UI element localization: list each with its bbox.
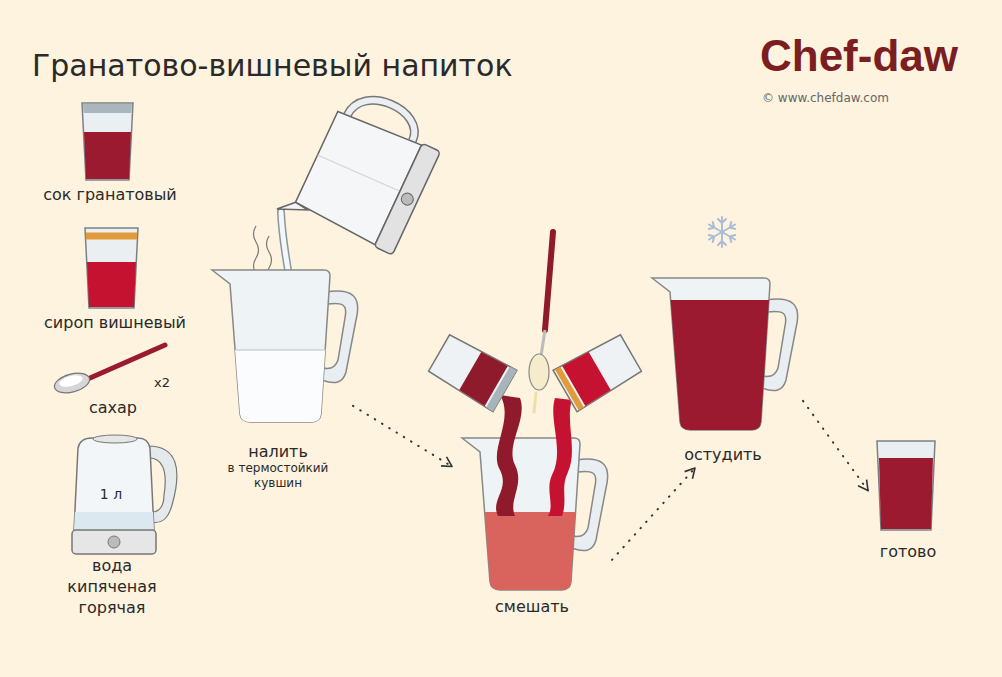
step-box: смешать xyxy=(452,205,612,620)
dotted-line xyxy=(803,401,868,491)
water-surface xyxy=(236,350,326,351)
kettle-button xyxy=(108,536,120,548)
glass-rim xyxy=(558,368,582,409)
kettle-facet xyxy=(318,153,400,193)
drink xyxy=(879,458,933,529)
glass-rim xyxy=(83,104,132,113)
ingredient-label: вода кипяченая горячая xyxy=(57,556,167,618)
juice-stream xyxy=(496,395,522,516)
arrowhead xyxy=(441,457,452,467)
ingredient-label: сироп вишневый xyxy=(35,313,195,332)
dotted-line xyxy=(353,406,452,467)
syrup-stream xyxy=(548,398,572,516)
tilted-syrup-glass xyxy=(553,332,643,412)
step-box: остудить xyxy=(643,210,803,468)
mixed-drink xyxy=(450,512,590,602)
glass-rim xyxy=(486,366,517,412)
drink xyxy=(640,300,780,440)
glass-body xyxy=(553,332,643,412)
pouring-kettle xyxy=(277,79,450,261)
juice-glass xyxy=(82,103,133,180)
snowflake-stroke xyxy=(707,221,737,243)
glass-body xyxy=(877,441,935,530)
water-jug xyxy=(200,270,358,430)
mix-jug xyxy=(450,438,608,602)
juice xyxy=(84,132,131,179)
quantity: x2 xyxy=(154,375,194,391)
dotted-line xyxy=(612,468,695,560)
volume-mark: 1 л xyxy=(86,486,136,503)
spoon-neck xyxy=(541,330,545,356)
jug-water xyxy=(200,350,340,430)
step-box: готово xyxy=(868,432,948,565)
spoon-bowl xyxy=(529,354,549,390)
mixing-spoon xyxy=(529,232,553,412)
arrowhead xyxy=(685,468,695,479)
glass-body xyxy=(82,103,133,180)
kettle xyxy=(70,435,177,554)
dotted-arrow xyxy=(803,401,868,491)
spoon-bowl xyxy=(52,370,91,397)
cooling-jug xyxy=(640,278,798,440)
step-note: в термостойкий кувшин xyxy=(213,461,343,490)
syrup xyxy=(562,351,611,406)
syrup-glass xyxy=(85,228,138,308)
title: Гранатово-вишневый напиток xyxy=(32,48,513,83)
glass-body xyxy=(85,228,138,308)
dotted-arrow xyxy=(612,468,695,560)
step-label: остудить xyxy=(684,445,762,464)
sugar-spoon xyxy=(52,345,165,396)
dotted-arrow xyxy=(353,406,452,467)
ingredient-label: сахар xyxy=(63,398,163,417)
kettle-button xyxy=(399,191,415,207)
kettle-lid xyxy=(93,435,137,443)
ready-glass xyxy=(877,441,935,530)
snowflake-stroke xyxy=(707,221,737,243)
tilted-juice-glass xyxy=(427,332,517,412)
glass-body xyxy=(427,332,517,412)
arrowhead xyxy=(858,480,868,491)
kettle-base xyxy=(72,530,156,554)
step-label: смешать xyxy=(495,597,569,616)
step-label: налить xyxy=(248,442,308,461)
logo: Chef-daw xyxy=(760,30,990,83)
spoon-handle xyxy=(545,232,553,330)
syrup xyxy=(87,262,136,307)
watermark: © www.chefdaw.com xyxy=(762,91,962,105)
steam-line xyxy=(254,226,259,274)
ingredient-label: сок гранатовый xyxy=(30,185,190,204)
snowflake-arm xyxy=(707,221,737,243)
sugar-drip xyxy=(534,393,536,412)
snowflake xyxy=(707,217,737,247)
sugar xyxy=(58,373,84,389)
step-label: готово xyxy=(880,542,937,561)
glass-rim xyxy=(86,233,137,240)
snowflake-arm xyxy=(707,221,737,243)
kettle-water xyxy=(70,512,160,532)
step-box: налитьв термостойкий кувшин xyxy=(203,262,353,494)
spoon-handle xyxy=(90,345,165,378)
kettle-base xyxy=(374,143,440,255)
